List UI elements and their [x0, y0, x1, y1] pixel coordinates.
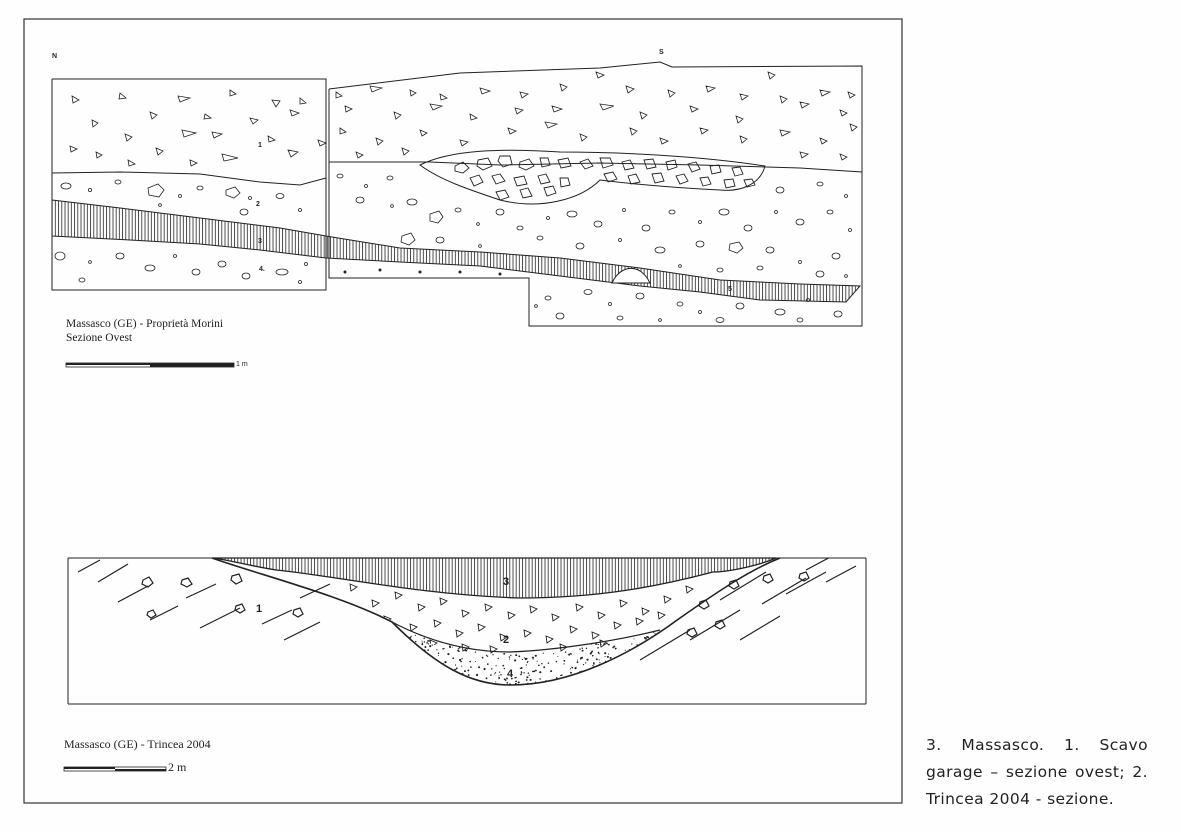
layer-label-2: 2 — [256, 201, 260, 208]
layer2-left-clasts — [54, 179, 308, 284]
south-label: S — [659, 49, 664, 56]
stone-lens — [454, 155, 756, 201]
figure2-title: Massasco (GE) - Trincea 2004 — [64, 737, 211, 751]
figure1-title: Massasco (GE) - Proprietà Morini — [66, 318, 224, 330]
plate-frame — [23, 18, 903, 804]
layer-label-3: 3 — [258, 238, 262, 245]
layer1-right-clasts — [335, 71, 858, 161]
figure1-scale-label: 1 m — [236, 361, 248, 368]
north-label: N — [52, 53, 58, 60]
figure1-scale-bar — [65, 362, 235, 368]
trench-layer-label-2: 2 — [503, 634, 510, 646]
layer-label-4: 4. — [259, 266, 265, 273]
trench-layer-label-3: 3 — [503, 576, 510, 588]
figure2-scale-label: 2 m — [168, 760, 187, 774]
figure2-scale-bar — [63, 766, 167, 772]
layer1-left-clasts — [69, 89, 327, 167]
figure1-left-block — [51, 78, 327, 291]
figure1-section — [51, 61, 863, 327]
figure2-section — [67, 557, 867, 705]
layer-label-1: 1 — [258, 142, 262, 149]
trench-layer-label-4: 4 — [507, 668, 514, 680]
figure1-subtitle: Sezione Ovest — [66, 332, 133, 344]
layer4-right-clasts — [534, 289, 843, 323]
layer1-trench-marks — [77, 558, 857, 661]
layer3-fill — [211, 557, 777, 599]
trench-layer-label-1: 1 — [256, 603, 263, 615]
layer-label-5: 5 — [728, 286, 732, 293]
figure-caption: 3. Massasco. 1. Scavo garage – sezione o… — [926, 736, 1148, 808]
figure1-right-block — [328, 61, 863, 286]
layer2-right-clasts — [336, 173, 852, 278]
